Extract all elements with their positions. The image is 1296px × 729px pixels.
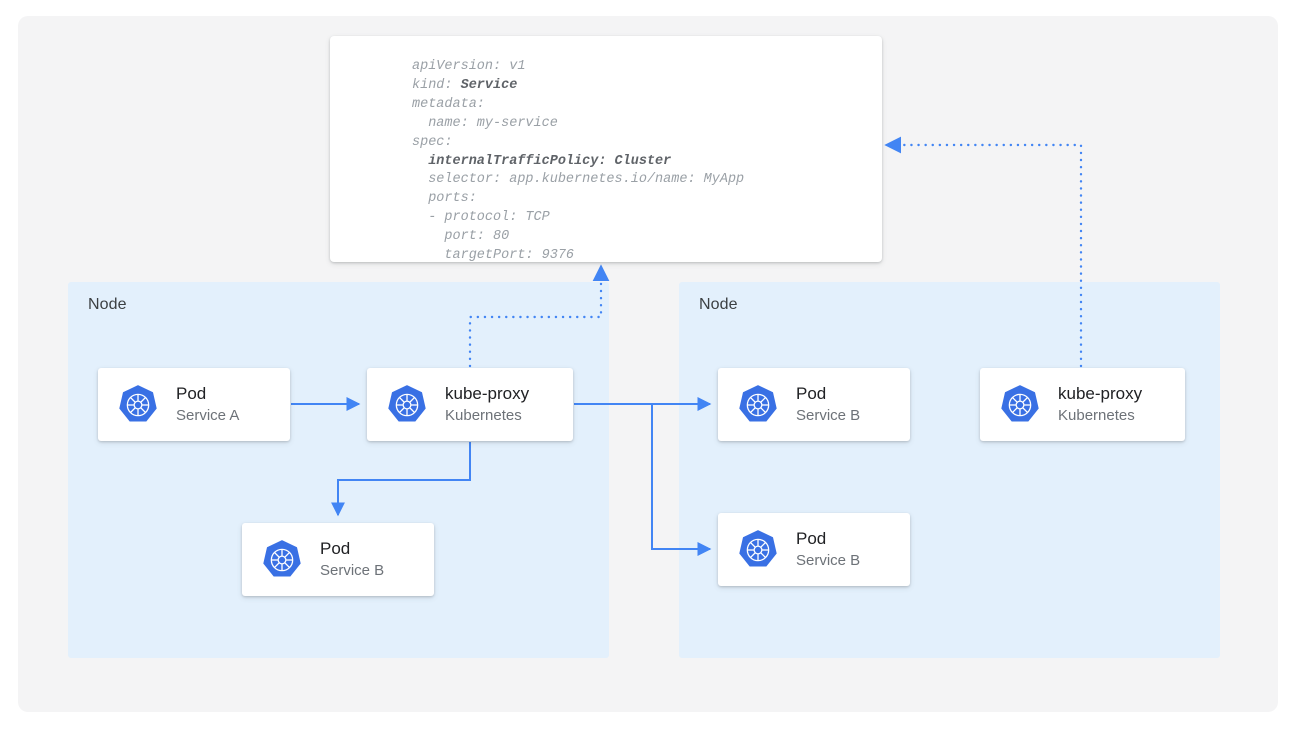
card-pod-service-a[interactable]: Pod Service A: [98, 368, 290, 441]
card-pod-service-b-right-node-top[interactable]: Pod Service B: [718, 368, 910, 441]
card-text: Pod Service B: [320, 539, 384, 580]
node-region-left: Node: [68, 282, 609, 658]
card-pod-service-b-right-node-bottom[interactable]: Pod Service B: [718, 513, 910, 586]
service-manifest-card: apiVersion: v1 kind: Service metadata: n…: [330, 36, 882, 263]
card-title: Pod: [796, 383, 827, 403]
kubernetes-logo-icon: [116, 383, 160, 427]
card-subtitle: Service A: [176, 406, 240, 424]
card-subtitle: Kubernetes: [445, 406, 522, 424]
card-title: Pod: [320, 538, 351, 558]
card-pod-service-b-left-node[interactable]: Pod Service B: [242, 523, 434, 596]
node-label-left: Node: [88, 296, 127, 313]
card-kube-proxy-left[interactable]: kube-proxy Kubernetes: [367, 368, 573, 441]
card-title: Pod: [176, 383, 207, 403]
card-kube-proxy-right[interactable]: kube-proxy Kubernetes: [980, 368, 1185, 441]
card-text: Pod Service A: [176, 384, 239, 425]
card-text: Pod Service B: [796, 529, 860, 570]
kubernetes-logo-icon: [998, 383, 1042, 427]
card-subtitle: Kubernetes: [1058, 406, 1135, 424]
kubernetes-logo-icon: [736, 383, 780, 427]
node-region-right: Node: [679, 282, 1220, 658]
card-text: Pod Service B: [796, 384, 860, 425]
card-title: kube-proxy: [1058, 383, 1143, 403]
kubernetes-logo-icon: [260, 538, 304, 582]
card-subtitle: Service B: [796, 406, 861, 424]
node-label-right: Node: [699, 296, 738, 313]
service-manifest-code: apiVersion: v1 kind: Service metadata: n…: [412, 59, 745, 264]
card-title: kube-proxy: [445, 383, 530, 403]
card-text: kube-proxy Kubernetes: [445, 384, 529, 425]
card-subtitle: Service B: [320, 561, 385, 579]
kubernetes-logo-icon: [736, 528, 780, 572]
card-title: Pod: [796, 528, 827, 548]
kubernetes-logo-icon: [385, 383, 429, 427]
card-text: kube-proxy Kubernetes: [1058, 384, 1142, 425]
card-subtitle: Service B: [796, 551, 861, 569]
